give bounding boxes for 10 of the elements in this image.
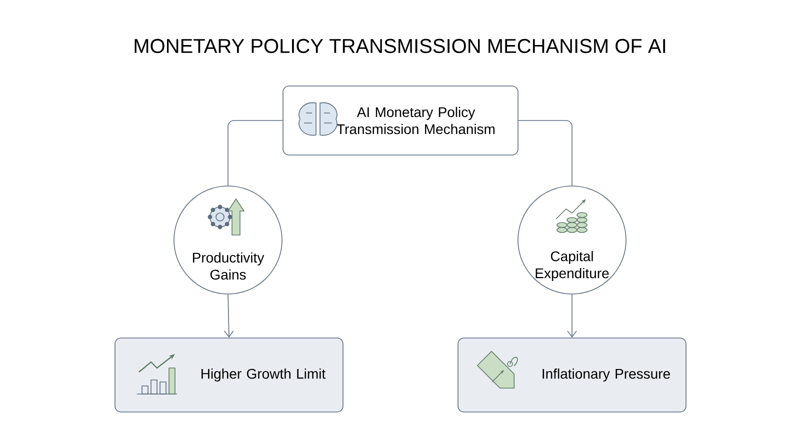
title: MONETARY POLICY TRANSMISSION MECHANISM OF AI	[134, 38, 666, 54]
circle-node: Productivity Gains	[174, 186, 282, 294]
circle-node: Capital Expenditure	[518, 186, 626, 294]
connector	[224, 294, 234, 338]
connector	[228, 120, 283, 186]
process-box: AI Monetary Policy Transmission Mechanism	[282, 86, 518, 156]
connector	[567, 294, 577, 338]
process-box: Higher Growth Limit	[114, 338, 344, 412]
connector	[518, 120, 572, 186]
process-box: Inflationary Pressure	[458, 338, 686, 412]
